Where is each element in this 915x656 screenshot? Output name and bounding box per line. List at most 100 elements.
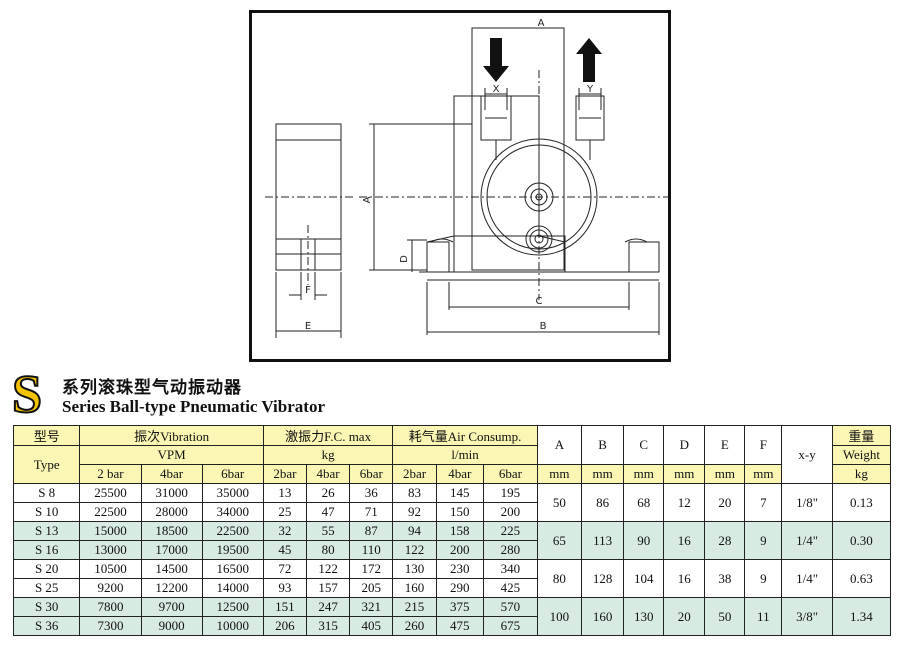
cell-vibration: 12200 — [140, 578, 203, 598]
cell-d: 16 — [663, 559, 706, 598]
cell-air: 425 — [483, 578, 538, 598]
cell-air: 225 — [483, 521, 538, 541]
header-dim-unit: mm — [744, 464, 783, 484]
cell-c: 90 — [623, 521, 665, 560]
cell-b: 160 — [581, 597, 625, 636]
cell-air: 94 — [392, 521, 437, 541]
cell-vibration: 9700 — [140, 597, 203, 617]
cell-a: 100 — [536, 597, 583, 636]
cell-force: 321 — [349, 597, 394, 617]
cell-f: 11 — [744, 597, 783, 636]
header-type: Type — [12, 445, 81, 484]
cell-type: S 8 — [12, 483, 81, 503]
header-lmin: l/min — [392, 445, 538, 465]
front-view — [359, 27, 669, 300]
header-dim-unit: mm — [704, 464, 746, 484]
cell-vibration: 18500 — [140, 521, 203, 541]
cell-vibration: 16500 — [201, 559, 264, 579]
header-force: 激振力F.C. max — [262, 425, 394, 446]
cell-weight: 0.63 — [831, 559, 892, 598]
cell-vibration: 7300 — [79, 616, 142, 636]
cell-vibration: 31000 — [140, 483, 203, 503]
dim-label-e: E — [305, 321, 311, 332]
cell-type: S 16 — [12, 540, 81, 560]
title-chinese: 系列滚珠型气动振动器 — [62, 378, 242, 398]
cell-air: 200 — [483, 502, 538, 522]
cell-force: 110 — [349, 540, 394, 560]
cell-force: 72 — [262, 559, 307, 579]
cell-vibration: 9200 — [79, 578, 142, 598]
cell-air: 215 — [392, 597, 437, 617]
cell-air: 83 — [392, 483, 437, 503]
arrow-up-icon — [576, 38, 602, 82]
cell-force: 25 — [262, 502, 307, 522]
header-dim-unit: mm — [581, 464, 625, 484]
cell-vibration: 28000 — [140, 502, 203, 522]
cell-air: 92 — [392, 502, 437, 522]
cell-force: 47 — [305, 502, 351, 522]
dim-label-b: B — [540, 321, 547, 332]
header-dim-unit: mm — [623, 464, 665, 484]
technical-drawing: A A D C B E F X Y — [249, 10, 671, 362]
cell-air: 145 — [435, 483, 485, 503]
dim-label-c: C — [536, 296, 543, 307]
cell-air: 230 — [435, 559, 485, 579]
header-force-pressure: 4bar — [305, 464, 351, 484]
cell-vibration: 19500 — [201, 540, 264, 560]
cell-d: 16 — [663, 521, 706, 560]
cell-force: 172 — [349, 559, 394, 579]
header-vpm: VPM — [79, 445, 264, 465]
dim-label-y: Y — [586, 84, 594, 95]
cell-vibration: 14000 — [201, 578, 264, 598]
header-vibration: 振次Vibration — [79, 425, 264, 446]
dim-label-f: F — [305, 285, 311, 296]
series-letter-logo: S — [11, 364, 43, 424]
cell-c: 104 — [623, 559, 665, 598]
header-air-pressure: 4bar — [435, 464, 485, 484]
cell-vibration: 7800 — [79, 597, 142, 617]
cell-xy: 3/8" — [781, 597, 833, 636]
cell-air: 675 — [483, 616, 538, 636]
cell-vibration: 22500 — [201, 521, 264, 541]
cell-force: 87 — [349, 521, 394, 541]
cell-f: 9 — [744, 559, 783, 598]
cell-weight: 0.30 — [831, 521, 892, 560]
cell-type: S 13 — [12, 521, 81, 541]
cell-air: 340 — [483, 559, 538, 579]
cell-b: 128 — [581, 559, 625, 598]
cell-air: 475 — [435, 616, 485, 636]
header-dim-b: B — [581, 425, 625, 465]
cell-xy: 1/4" — [781, 559, 833, 598]
header-vib-pressure: 2 bar — [79, 464, 142, 484]
cell-air: 260 — [392, 616, 437, 636]
cell-air: 375 — [435, 597, 485, 617]
cell-force: 315 — [305, 616, 351, 636]
cell-air: 130 — [392, 559, 437, 579]
cell-force: 205 — [349, 578, 394, 598]
cell-vibration: 25500 — [79, 483, 142, 503]
cell-force: 55 — [305, 521, 351, 541]
title-english: Series Ball-type Pneumatic Vibrator — [62, 397, 325, 416]
cell-f: 9 — [744, 521, 783, 560]
cell-d: 12 — [663, 483, 706, 522]
cell-air: 160 — [392, 578, 437, 598]
header-air-pressure: 2bar — [392, 464, 437, 484]
cell-e: 28 — [704, 521, 746, 560]
cell-vibration: 15000 — [79, 521, 142, 541]
cell-b: 86 — [581, 483, 625, 522]
header-force-pressure: 6bar — [349, 464, 394, 484]
cell-b: 113 — [581, 521, 625, 560]
header-type-cn: 型号 — [12, 425, 81, 446]
cell-vibration: 10000 — [201, 616, 264, 636]
cell-force: 71 — [349, 502, 394, 522]
cell-a: 65 — [536, 521, 583, 560]
cell-weight: 0.13 — [831, 483, 892, 522]
cell-vibration: 34000 — [201, 502, 264, 522]
